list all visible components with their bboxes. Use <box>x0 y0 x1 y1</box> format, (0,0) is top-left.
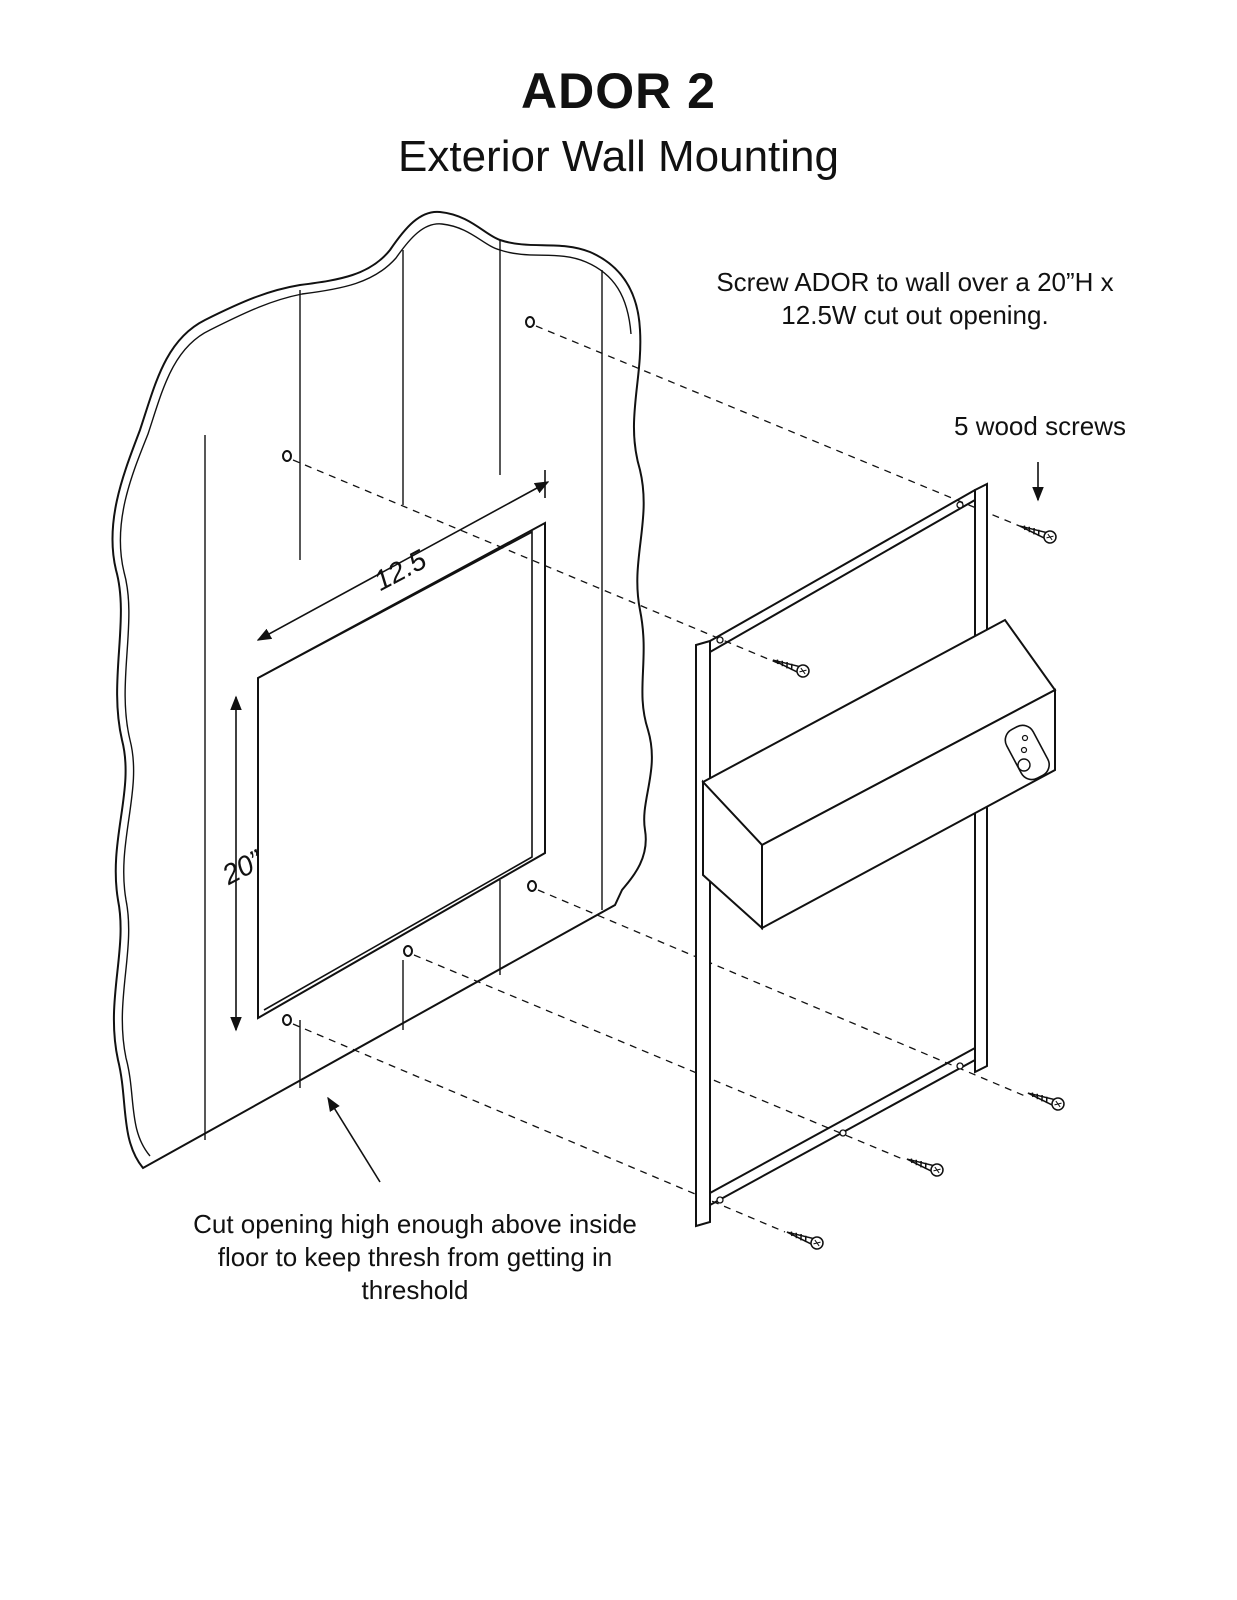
control-panel <box>1004 724 1050 781</box>
wall-panel <box>111 210 653 1170</box>
frame-screw-hole <box>716 1196 724 1204</box>
frame-left-rail <box>695 639 711 1228</box>
cut-opening-pointer-arrow <box>327 1096 381 1183</box>
indicator-light-icon <box>1021 734 1029 742</box>
screw-hole <box>525 316 535 328</box>
housing-end <box>702 779 763 931</box>
motor-housing <box>701 618 1057 931</box>
screw-hole <box>403 945 413 957</box>
wall-edge-inner <box>119 223 632 1157</box>
screw-hole <box>282 1014 292 1026</box>
wood-screw-icon <box>772 659 810 678</box>
wood-screw-icon <box>1019 525 1057 544</box>
frame-top-bar <box>709 489 976 642</box>
indicator-light-icon <box>1020 746 1028 754</box>
screw-hole <box>527 880 537 892</box>
frame-top-bar-inner <box>709 499 976 653</box>
cut-opening-note: Cut opening high enough above inside flo… <box>193 1209 637 1305</box>
page-title: ADOR 2 <box>521 63 716 119</box>
screw-hole <box>282 450 292 462</box>
mounting-instruction-note: Screw ADOR to wall over a 20”H x 12.5W c… <box>716 267 1114 330</box>
wood-screws <box>772 525 1065 1250</box>
control-button-icon <box>1017 758 1031 772</box>
frame-screw-hole <box>956 1062 964 1070</box>
wood-screw-icon <box>906 1158 944 1177</box>
frame-bottom-bar-inner <box>709 1047 976 1194</box>
page-subtitle: Exterior Wall Mounting <box>398 132 839 181</box>
frame-screw-hole <box>839 1129 847 1137</box>
width-dimension <box>256 470 550 641</box>
wood-screw-icon <box>1027 1092 1065 1111</box>
wood-screws-label: 5 wood screws <box>954 411 1126 441</box>
frame-screw-hole <box>956 501 964 509</box>
wood-screw-icon <box>786 1231 824 1250</box>
frame-screw-hole <box>716 636 724 644</box>
cut-opening <box>257 521 546 1020</box>
wall-outline <box>111 210 653 1170</box>
